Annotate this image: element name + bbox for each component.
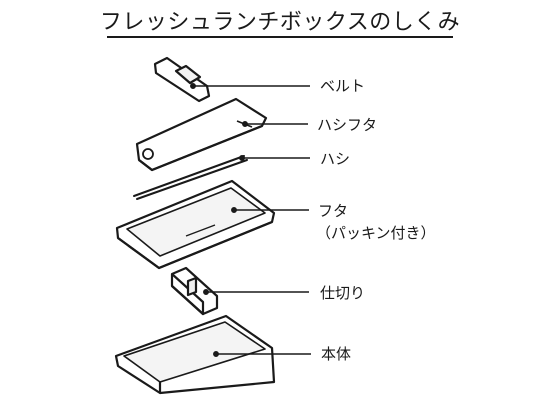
diagram-title: フレッシュランチボックスのしくみ	[99, 10, 461, 35]
divider-part	[170, 266, 219, 316]
label-lid: フタ	[318, 202, 349, 220]
label-lid-packing: （パッキン付き）	[316, 224, 436, 242]
lid-part	[115, 179, 276, 270]
belt-part	[153, 56, 211, 103]
chopstick-lid-part	[135, 97, 268, 172]
label-body: 本体	[321, 345, 352, 363]
chopsticks-part	[133, 155, 248, 200]
body-part	[114, 314, 276, 395]
label-belt: ベルト	[320, 77, 366, 95]
label-divider: 仕切り	[320, 284, 366, 302]
label-chopsticks: ハシ	[320, 150, 351, 168]
title-underline	[107, 36, 453, 38]
leader-lines	[190, 83, 311, 357]
label-chopstick-lid: ハシフタ	[317, 116, 378, 134]
